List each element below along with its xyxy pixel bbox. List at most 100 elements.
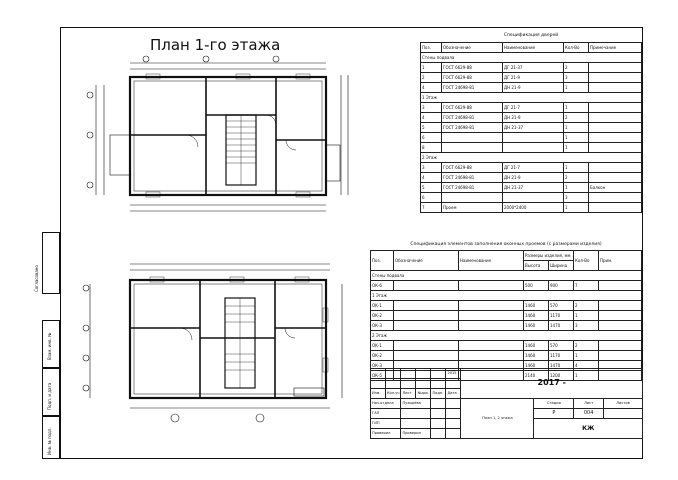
table-cell: ОК-3 (370, 320, 394, 331)
table-cell: 1 Этаж (420, 92, 642, 103)
table-cell (598, 350, 642, 361)
table-cell: ОК-2 (370, 350, 394, 361)
stamp-cell (430, 418, 447, 429)
stamp-cell (384, 368, 402, 379)
table-cell: ОК-6 (370, 280, 394, 291)
table-cell: Стены подвала (420, 52, 642, 63)
stamp-cell (415, 368, 432, 379)
table-cell: 1 Этаж (370, 290, 642, 301)
table-cell (588, 162, 642, 173)
stamp-code: 2017 - (460, 368, 643, 399)
stamp-cell (430, 368, 447, 379)
table-cell (588, 172, 642, 183)
table-cell: ДН 21-37 (502, 182, 564, 193)
stamp-sheet-no: 004 (573, 408, 604, 419)
table-cell: 2 (563, 172, 589, 183)
table-cell (393, 310, 459, 321)
doors-spec-table: Поз. Обозначение Наименование Кол-Во При… (420, 42, 642, 213)
windows-spec-caption: Спецификация элементов заполнения оконны… (410, 242, 602, 247)
table-cell: 7 (573, 280, 599, 291)
table-cell (588, 142, 642, 153)
table-cell: ДН 21-9 (502, 112, 564, 123)
table-cell: 1460 (523, 320, 549, 331)
table-row: Стены подвала (370, 270, 642, 281)
col-qty: Кол-Во (563, 42, 589, 53)
table-cell: 1170 (548, 310, 574, 321)
stamp-cell (384, 378, 402, 389)
stamp-stage-header: Стадия (533, 398, 575, 409)
table-cell: 6 (420, 132, 442, 143)
col-qty: Кол-Во (573, 250, 599, 271)
table-cell: 2 (573, 340, 599, 351)
table-cell: 1470 (548, 320, 574, 331)
table-cell (393, 340, 459, 351)
stamp-sheet-name: План 1, 2 этажа (460, 398, 535, 439)
stamp-col-header: Подп. (430, 388, 447, 399)
table-cell (588, 112, 642, 123)
col-note: Прим. (598, 250, 642, 271)
table-cell: ДГ 21-7 (502, 162, 564, 173)
table-cell: 1170 (548, 350, 574, 361)
table-cell: ГОСТ 24698-81 (441, 122, 503, 133)
table-cell: 3 (563, 72, 589, 83)
table-cell (598, 310, 642, 321)
table-cell (441, 142, 503, 153)
floor-plan-1 (86, 55, 349, 212)
table-cell: ГОСТ 6629-88 (441, 102, 503, 113)
table-cell: 1 (420, 62, 442, 73)
table-cell: 7 (420, 202, 442, 213)
table-cell: 1 (563, 182, 589, 193)
table-cell (588, 132, 642, 143)
table-cell: ДН 21-9 (502, 172, 564, 183)
table-cell (458, 310, 524, 321)
table-cell: 3 (420, 102, 442, 113)
table-cell: 900 (548, 280, 574, 291)
stamp-sheet-header: Лист (573, 398, 604, 409)
col-pos: Поз. (420, 42, 442, 53)
stamp-cell (400, 378, 417, 389)
table-cell: ОК-1 (370, 300, 394, 311)
stamp-mark-cell: КЖ (533, 418, 643, 439)
col-designation: Обозначение (441, 42, 503, 53)
stamp-person: Проверил (400, 428, 432, 439)
table-cell: 1460 (523, 310, 549, 321)
stamp-cell (430, 428, 447, 439)
table-cell (598, 280, 642, 291)
table-cell: 2 (420, 72, 442, 83)
table-cell (458, 300, 524, 311)
stamp-year: 2015 (445, 368, 462, 379)
table-cell: ГОСТ 24698-81 (441, 172, 503, 183)
table-cell (393, 350, 459, 361)
table-cell: 500 (523, 280, 549, 291)
stamp-cell (603, 408, 643, 419)
table-cell: 1 (563, 142, 589, 153)
floor-plan-2 (82, 263, 343, 423)
windows-spec-table: Поз. Обозначение Наименование Размеры из… (370, 250, 642, 381)
stamp-cell (445, 398, 462, 409)
table-cell: 4 (420, 172, 442, 183)
table-row: 1 Этаж (370, 290, 642, 301)
side-label-inv-orig: Инв. № подл. (47, 427, 52, 455)
table-cell (588, 82, 642, 93)
table-cell: 2 (563, 112, 589, 123)
table-cell (458, 350, 524, 361)
table-cell: 2000*2400 (502, 202, 564, 213)
table-cell: ГОСТ 24698-81 (441, 182, 503, 193)
table-cell: 1 (563, 162, 589, 173)
stamp-cell (445, 428, 462, 439)
